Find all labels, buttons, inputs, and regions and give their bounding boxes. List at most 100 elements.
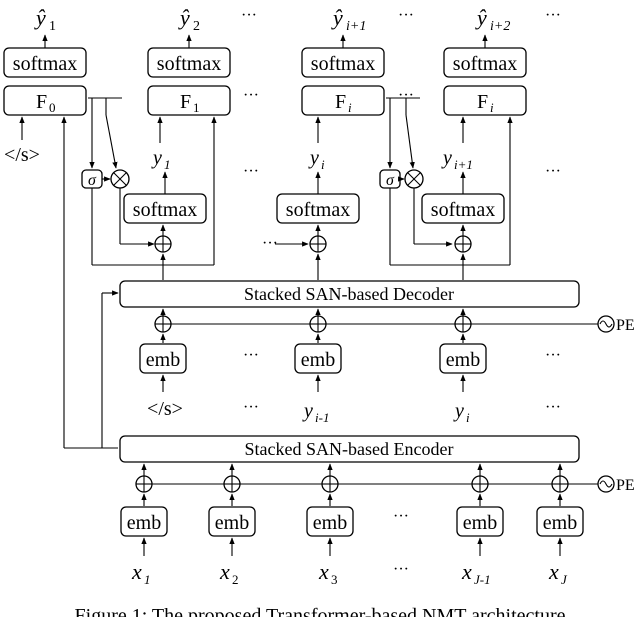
f-ellipsis-1: ··· [243,87,259,104]
svg-text:F: F [335,91,346,113]
output-y2-label: ŷ 2 [178,5,200,34]
svg-text:softmax: softmax [157,53,221,75]
svg-text:1: 1 [144,572,151,587]
svg-text:J: J [561,572,568,587]
svg-text:softmax: softmax [13,53,77,75]
svg-text:x: x [461,559,472,584]
svg-text:J-1: J-1 [474,572,491,587]
plus-op-dec-2 [309,235,327,253]
plus-op-enc-1 [135,475,153,493]
svg-text:x: x [219,559,230,584]
intermediate-yi1: y i+1 [441,147,473,172]
svg-text:i: i [490,100,494,115]
svg-text:ŷ: ŷ [475,5,487,30]
intermediate-y1: y 1 [151,147,171,172]
svg-text:F: F [477,91,488,113]
dec-in-ellipsis-2: ··· [545,399,561,416]
decoder-box: Stacked SAN-based Decoder [119,280,580,308]
enc-emb-2: emb [208,506,256,537]
svg-text:i-1: i-1 [315,410,329,425]
svg-text:emb: emb [313,512,347,534]
svg-text:y: y [441,147,452,169]
decoder-input-yim1: y i-1 [302,400,329,425]
output-yi2-label: ŷ i+2 [475,5,510,34]
source-ellipsis: ··· [393,561,409,578]
svg-text:σ: σ [88,172,97,189]
enc-emb-4: emb [456,506,504,537]
svg-text:i: i [348,100,352,115]
svg-text:y: y [308,147,319,169]
svg-text:i+1: i+1 [454,157,473,172]
svg-text:emb: emb [215,512,249,534]
plus-op-dec-emb-1 [154,315,172,333]
svg-text:2: 2 [232,572,239,587]
svg-text:emb: emb [446,349,480,371]
encoder-box: Stacked SAN-based Encoder [119,435,580,463]
svg-text:F: F [180,91,191,113]
pe-icon-decoder: PE [597,315,635,334]
output-yi1-label: ŷ i+1 [331,5,366,34]
svg-text:2: 2 [193,19,200,34]
svg-text:Stacked SAN-based Decoder: Stacked SAN-based Decoder [244,284,454,304]
svg-text:Stacked SAN-based Encoder: Stacked SAN-based Encoder [245,439,454,459]
mid-ellipsis-2: ··· [545,163,561,180]
dec-in-ellipsis-1: ··· [243,399,259,416]
svg-text:emb: emb [301,349,335,371]
dec-emb-ellipsis-2: ··· [545,347,561,364]
top-softmax-2: softmax [147,47,231,78]
svg-text:softmax: softmax [133,199,197,221]
fi-box-2: F i [443,85,527,116]
top-ellipsis-2: ··· [398,7,414,24]
svg-text:σ: σ [386,172,395,189]
dec-ellipsis: ··· [262,235,278,252]
svg-text:i: i [321,157,325,172]
dec-emb-2: emb [294,343,342,374]
svg-text:y: y [453,400,464,422]
svg-text:x: x [318,559,329,584]
svg-text:emb: emb [543,512,577,534]
svg-text:ŷ: ŷ [331,5,343,30]
eos-token-decoder: </s> [147,398,183,420]
plus-op-enc-3 [321,475,339,493]
svg-text:1: 1 [193,100,200,115]
top-softmax-1: softmax [3,47,87,78]
source-x2: x 2 [219,559,239,587]
svg-text:x: x [131,559,142,584]
svg-text:softmax: softmax [286,199,350,221]
decoder-input-yi: y i [453,400,470,425]
plus-op-enc-2 [223,475,241,493]
sigma-gate-left: σ [81,169,103,189]
svg-text:1: 1 [49,19,56,34]
svg-text:softmax: softmax [431,199,495,221]
svg-text:emb: emb [146,349,180,371]
top-ellipsis-3: ··· [545,7,561,24]
f-ellipsis-2: ··· [398,87,414,104]
top-ellipsis-1: ··· [241,7,257,24]
output-y1-label: ŷ 1 [34,5,56,34]
plus-op-dec-1 [154,235,172,253]
top-softmax-3: softmax [301,47,385,78]
svg-text:i+2: i+2 [490,19,510,34]
enc-emb-3: emb [306,506,354,537]
dec-emb-1: emb [139,343,187,374]
pe-icon-encoder: PE [597,475,635,494]
svg-text:ŷ: ŷ [178,5,190,30]
top-softmax-4: softmax [443,47,527,78]
svg-text:softmax: softmax [453,53,517,75]
svg-text:emb: emb [127,512,161,534]
enc-emb-1: emb [120,506,168,537]
plus-op-dec-3 [454,235,472,253]
enc-emb-ellipsis: ··· [393,508,409,525]
svg-text:ŷ: ŷ [34,5,46,30]
sigma-gate-right: σ [379,169,401,189]
fi-box-1: F i [301,85,385,116]
f1-box: F 1 [147,85,231,116]
plus-op-enc-4 [471,475,489,493]
figure-caption: Figure 1: The proposed Transformer-based… [75,605,566,617]
plus-op-enc-5 [551,475,569,493]
svg-text:y: y [302,400,313,422]
dec-emb-ellipsis-1: ··· [243,347,259,364]
dec-emb-3: emb [439,343,487,374]
mid-softmax-3: softmax [421,193,505,224]
